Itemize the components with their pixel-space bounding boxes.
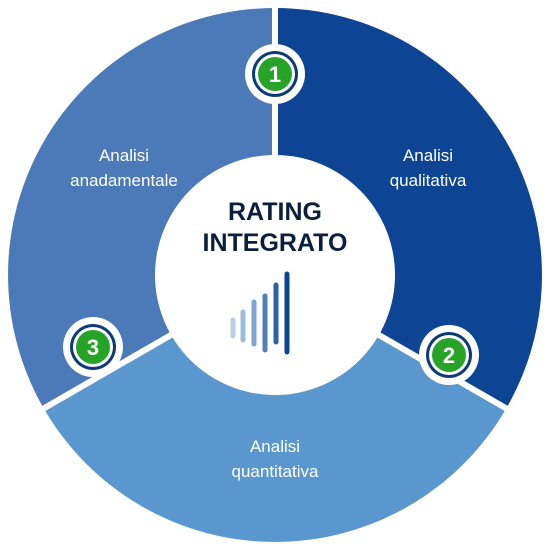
segment-3-label-line2: quantitativa	[232, 462, 319, 481]
segment-1-label-line1: Analisi	[99, 146, 149, 165]
step-badge-1: 1	[245, 44, 305, 104]
segment-1-label-line2: anadamentale	[70, 171, 178, 190]
bar-chart-icon	[230, 271, 290, 355]
step-badge-2: 2	[419, 325, 479, 385]
center-title-line2: INTEGRATO	[203, 229, 348, 257]
svg-text:2: 2	[443, 343, 455, 368]
segment-3-label-line1: Analisi	[250, 437, 300, 456]
segment-2-label-line2: qualitativa	[390, 171, 467, 190]
segment-quantitativa	[43, 275, 507, 542]
step-badge-3: 3	[63, 317, 123, 377]
center-title-line1: RATING	[228, 198, 322, 226]
svg-text:1: 1	[269, 62, 281, 87]
segment-2-label-line1: Analisi	[403, 146, 453, 165]
svg-text:3: 3	[87, 335, 99, 360]
center-circle	[155, 155, 395, 395]
